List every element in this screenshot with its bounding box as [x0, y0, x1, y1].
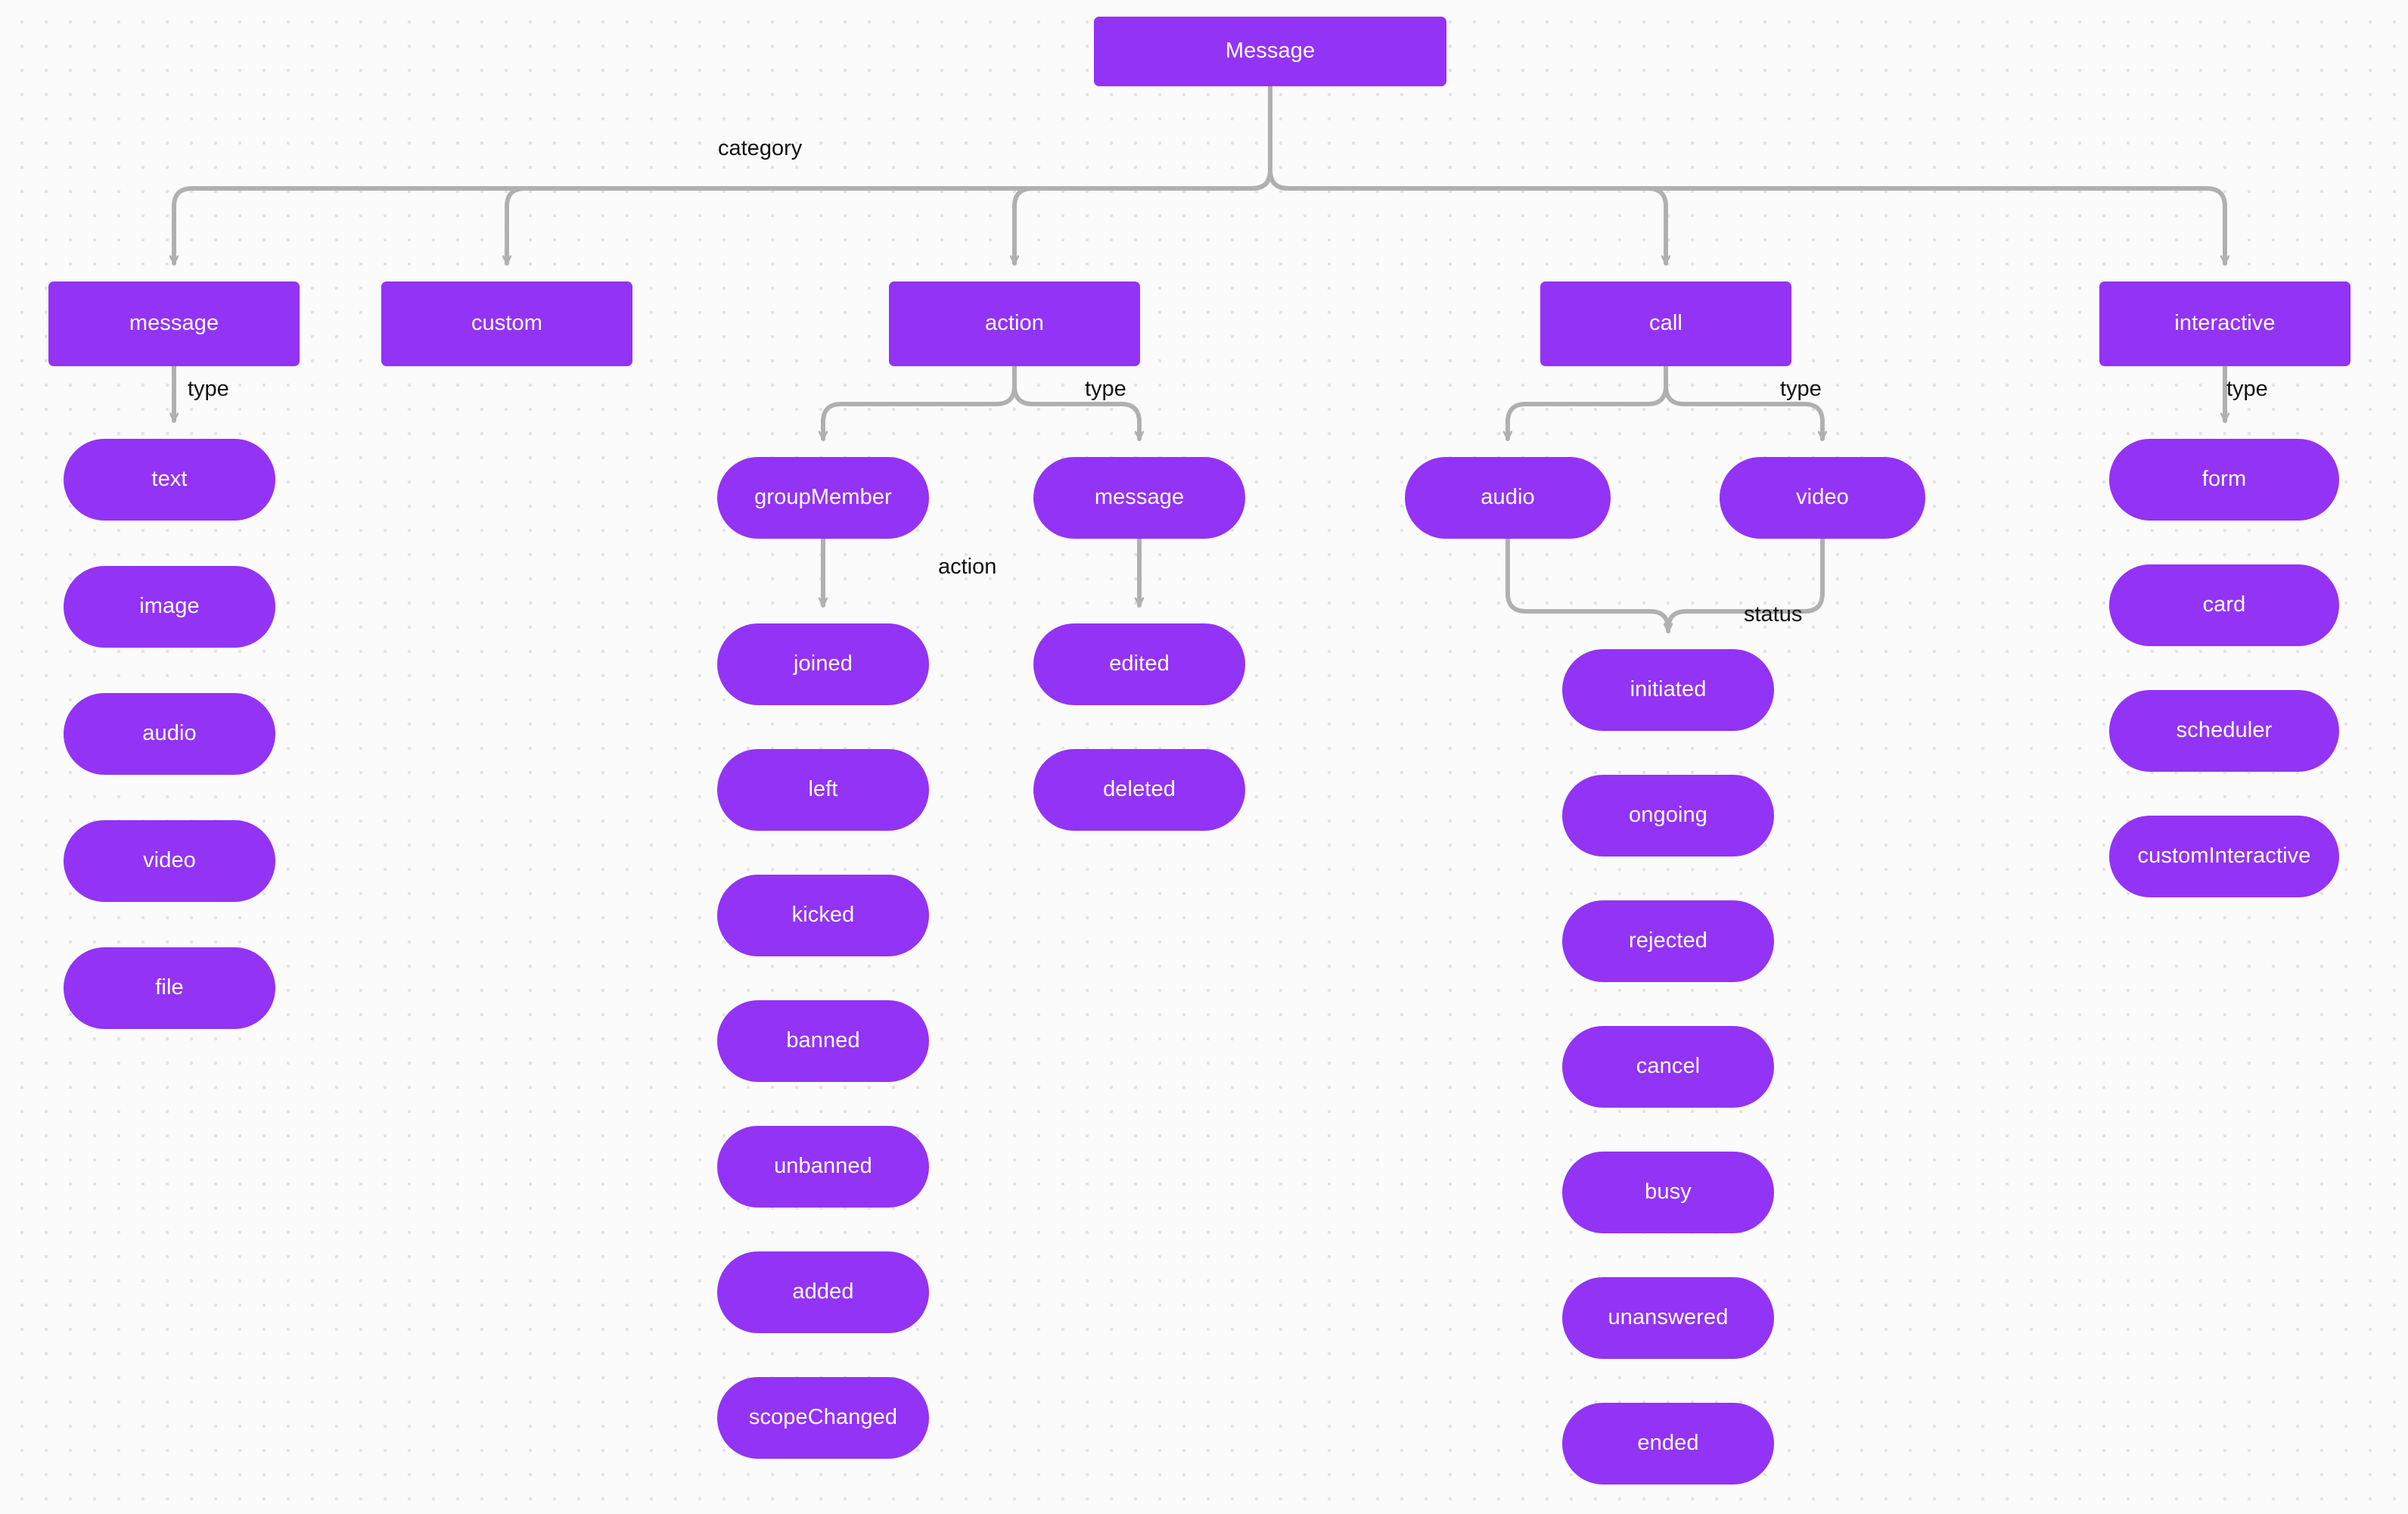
- node-interactive-types-scheduler[interactable]: scheduler: [2109, 690, 2339, 772]
- edge-message-to-interactive: [1268, 84, 2225, 266]
- node-call-statuses-unanswered[interactable]: unanswered: [1562, 1277, 1774, 1359]
- node-action-type-groupmember[interactable]: groupMember: [717, 457, 929, 539]
- node-call-statuses-ended[interactable]: ended: [1562, 1403, 1774, 1484]
- edge-label-action-type: type: [1085, 377, 1126, 401]
- node-category-interactive[interactable]: interactive: [2099, 281, 2351, 366]
- node-category-action[interactable]: action: [889, 281, 1140, 366]
- node-message-types-text[interactable]: text: [64, 439, 275, 521]
- edge-label-category: category: [718, 136, 803, 160]
- edge-label-groupmember-action: action: [938, 555, 997, 579]
- edge-message-to-action: [1014, 84, 1272, 266]
- node-call-statuses-ongoing[interactable]: ongoing: [1562, 775, 1774, 856]
- edge-action-to-groupmember: [823, 364, 1017, 441]
- edge-label-call-type: type: [1780, 377, 1822, 401]
- node-groupmember-actions-added[interactable]: added: [717, 1251, 929, 1333]
- edge-label-message-type: type: [188, 377, 229, 401]
- node-groupmember-actions-joined[interactable]: joined: [717, 623, 929, 705]
- node-message-actions-deleted[interactable]: deleted: [1033, 749, 1245, 831]
- node-message-types-audio[interactable]: audio: [64, 693, 275, 775]
- edge-label-call-status: status: [1744, 602, 1803, 626]
- node-interactive-types-card[interactable]: card: [2109, 564, 2339, 646]
- node-groupmember-actions-scopechanged[interactable]: scopeChanged: [717, 1377, 929, 1459]
- node-category-custom[interactable]: custom: [381, 281, 632, 366]
- node-groupmember-actions-left[interactable]: left: [717, 749, 929, 831]
- node-message-types-video[interactable]: video: [64, 820, 275, 902]
- node-groupmember-actions-unbanned[interactable]: unbanned: [717, 1126, 929, 1208]
- node-category-call[interactable]: call: [1540, 281, 1791, 366]
- node-call-type-video[interactable]: video: [1720, 457, 1925, 539]
- node-interactive-types-form[interactable]: form: [2109, 439, 2339, 521]
- node-call-type-audio[interactable]: audio: [1405, 457, 1611, 539]
- node-message-types-image[interactable]: image: [64, 566, 275, 648]
- node-call-statuses-busy[interactable]: busy: [1562, 1152, 1774, 1233]
- edge-message-to-message: [174, 84, 1272, 266]
- node-groupmember-actions-banned[interactable]: banned: [717, 1000, 929, 1082]
- edge-audio-to-initiated: [1505, 536, 1668, 633]
- node-call-statuses-initiated[interactable]: initiated: [1562, 649, 1774, 731]
- node-action-type-message[interactable]: message: [1033, 457, 1245, 539]
- node-interactive-types-custominteractive[interactable]: customInteractive: [2109, 816, 2339, 897]
- node-message-types-file[interactable]: file: [64, 947, 275, 1029]
- node-message-root[interactable]: Message: [1094, 17, 1446, 86]
- node-message-actions-edited[interactable]: edited: [1033, 623, 1245, 705]
- node-call-statuses-cancel[interactable]: cancel: [1562, 1026, 1774, 1108]
- edge-message-to-call: [1268, 84, 1666, 266]
- edge-label-interactive-type: type: [2226, 377, 2268, 401]
- edge-call-to-audio: [1508, 364, 1668, 441]
- node-category-message[interactable]: message: [48, 281, 300, 366]
- edge-message-to-custom: [507, 84, 1272, 266]
- node-call-statuses-rejected[interactable]: rejected: [1562, 900, 1774, 982]
- node-groupmember-actions-kicked[interactable]: kicked: [717, 875, 929, 956]
